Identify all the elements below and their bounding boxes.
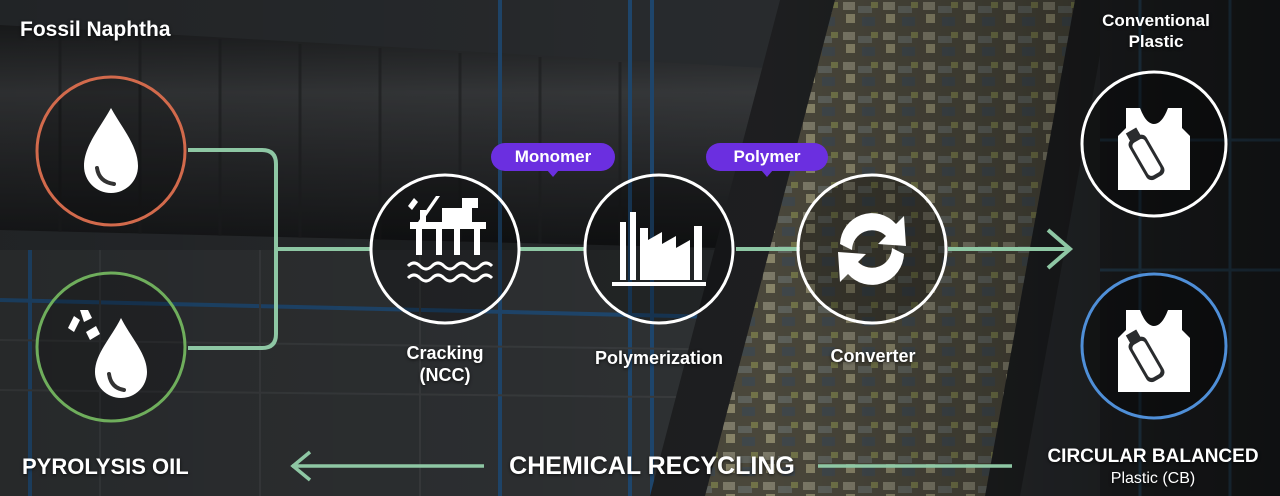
plastic-bag-bottle-icon: [1118, 108, 1190, 190]
fossil-naphtha-circle: [35, 75, 187, 227]
chemical-recycling-label: CHEMICAL RECYCLING: [509, 452, 795, 480]
polymerization-circle: [583, 173, 735, 325]
recycle-drop-icon: [68, 310, 147, 398]
polymer-tag: Polymer: [706, 143, 828, 177]
converter-circle: [796, 173, 948, 325]
polymerization-label: Polymerization: [594, 348, 724, 368]
cracking-label: Cracking (NCC): [385, 342, 505, 386]
cracking-label-line1: Cracking: [406, 343, 484, 363]
plastic-bag-bottle-icon: [1118, 310, 1190, 392]
waves: [406, 261, 494, 283]
cracking-label-line2: (NCC): [419, 365, 471, 385]
cycle-arrows-icon: [838, 213, 906, 285]
oil-drop-icon: [84, 108, 138, 193]
fossil-naphtha-label: Fossil Naphtha: [20, 18, 171, 41]
circular-balanced-label: CIRCULAR BALANCED Plastic (CB): [1030, 446, 1276, 490]
pyrolysis-oil-label: PYROLYSIS OIL: [22, 454, 189, 479]
chemical-recycling-arrow: [290, 450, 1012, 482]
cb-label-line2: Plastic (CB): [1110, 470, 1196, 487]
converter-label: Converter: [830, 346, 916, 366]
offshore-rig-icon: [408, 196, 486, 255]
output-arrow: [948, 228, 1074, 270]
circular-balanced-plastic-circle: [1080, 272, 1228, 420]
flow-connector: [188, 148, 800, 350]
conventional-label-line2: Plastic: [1128, 32, 1184, 51]
factory-icon: [612, 212, 706, 286]
monomer-tag: Monomer: [491, 143, 615, 177]
pyrolysis-oil-circle: [35, 271, 187, 423]
conventional-label-line1: Conventional: [1102, 11, 1210, 30]
conventional-plastic-label: Conventional Plastic: [1086, 10, 1226, 52]
cracking-circle: [369, 173, 521, 325]
cb-label-line1: CIRCULAR BALANCED: [1047, 446, 1259, 467]
conventional-plastic-circle: [1080, 70, 1228, 218]
